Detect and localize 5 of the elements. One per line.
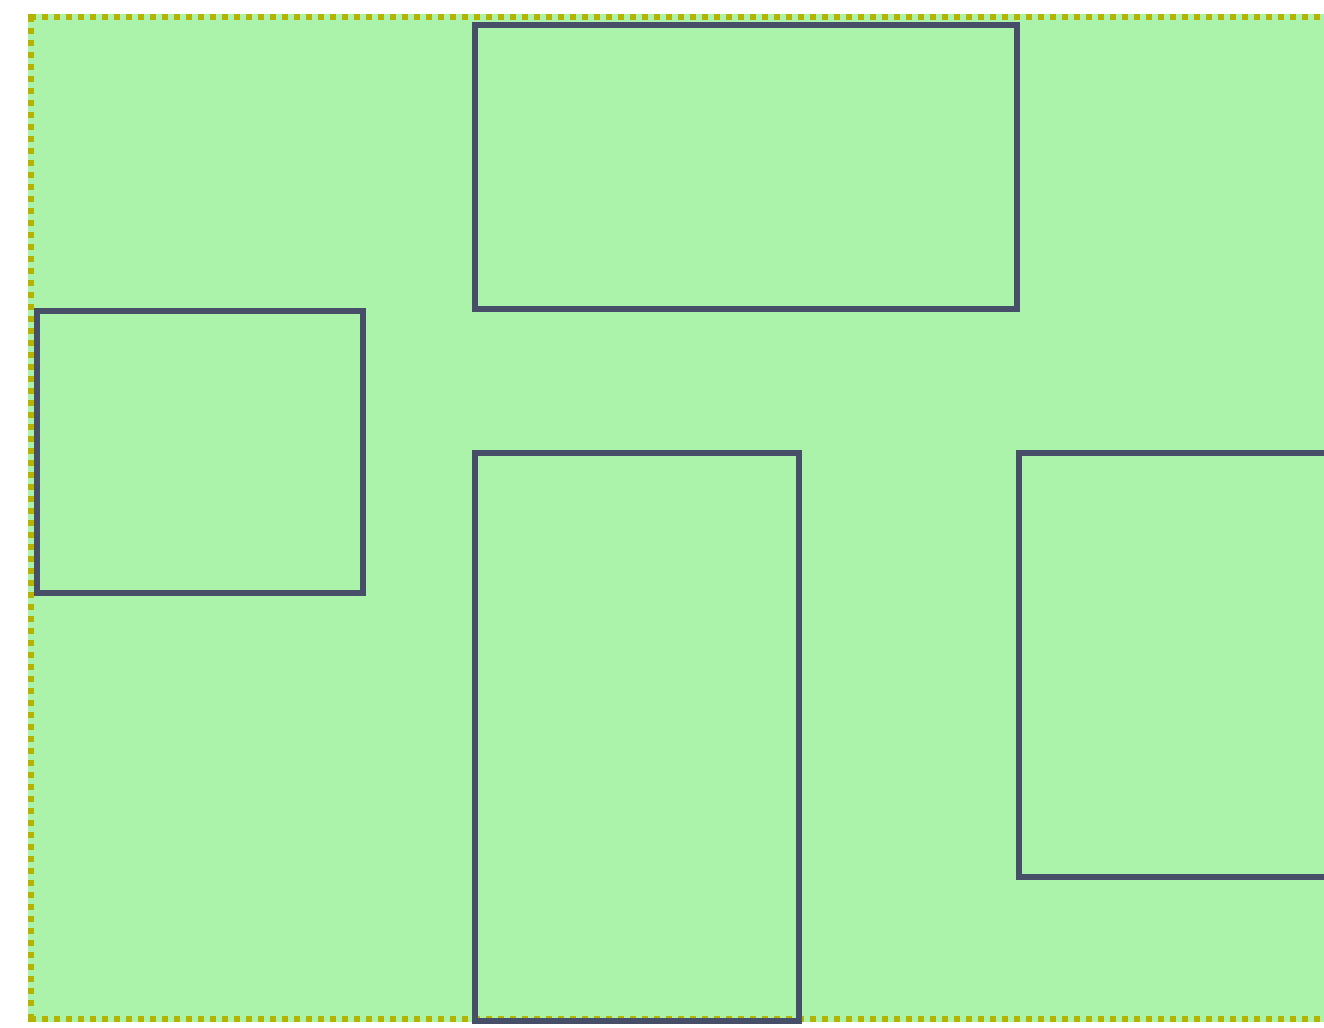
zone-area [28,14,1324,1022]
rectangle-box [34,308,366,596]
rectangle-box [1016,450,1324,880]
rectangle-box [472,450,802,1024]
rectangle-box [472,22,1020,312]
